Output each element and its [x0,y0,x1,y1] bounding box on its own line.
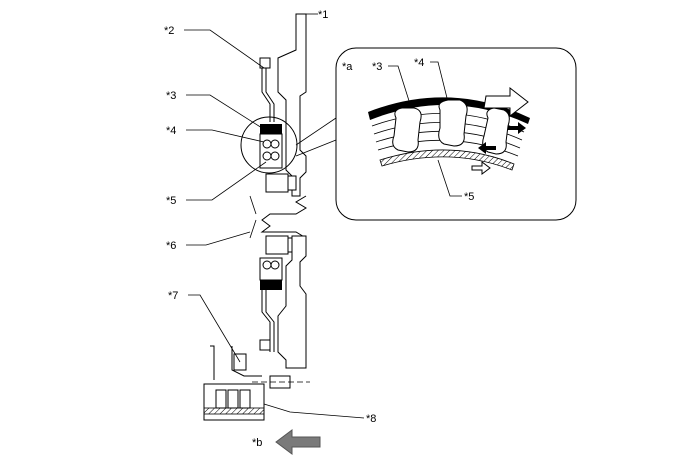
damper-spring-1 [262,139,272,149]
damper-spring-blob-2 [438,99,468,147]
callout-1: *1 [318,9,328,21]
small-arrow-right [508,122,526,134]
detail-connector-lower [295,139,337,157]
bearing-element-2 [227,389,239,409]
plate-bolt-lower [259,339,271,351]
rotation-arrow-large [483,86,529,118]
center-bolt-upper [265,173,289,193]
damper-spring-blob-1 [392,107,422,153]
detail-connector-upper [295,117,337,146]
callout-4: *4 [166,125,176,137]
damper-spring-2 [270,139,280,149]
detail-label-5: *5 [464,191,474,203]
magnify-circle [240,116,298,174]
detail-leader-5 [437,159,462,197]
detail-label-3: *3 [372,61,382,73]
ring-gear-dark-lower [260,280,282,290]
detail-view: *a *3 *4 *5 [335,47,577,221]
damper-spring-3 [262,151,272,161]
main-cross-section [203,13,310,421]
center-bolt-head-upper [287,175,297,191]
callout-5: *5 [166,195,176,207]
drive-plate-lower [261,290,275,352]
leader-6 [186,231,251,246]
detail-leader-4 [430,61,451,111]
damper-spring-5 [262,260,272,270]
callout-7: *7 [168,290,178,302]
direction-indicator: *b [252,429,321,455]
bearing-element-1 [215,389,227,409]
leader-7 [188,294,241,363]
leader-5 [186,161,267,201]
plate-bolt-upper [259,57,271,69]
detail-leader-3 [388,65,411,105]
bearing-element-3 [239,389,251,409]
leader-2 [184,29,265,69]
callout-8: *8 [366,413,376,425]
detail-label-a: *a [342,61,353,73]
drive-plate-upper [261,60,275,122]
hub-hatched [379,149,515,171]
center-bolt-lower [265,235,289,255]
leader-3 [186,94,263,129]
damper-housing [259,133,283,169]
break-line [260,195,307,239]
left-bracket [210,345,262,380]
arrow-left-icon [275,429,321,455]
break-line-left [249,195,257,215]
leader-4 [186,129,265,143]
damper-housing-lower [259,257,283,281]
housing-outline [277,13,307,197]
direction-label-b: *b [252,437,262,449]
leader-lines [184,13,365,419]
hub-arrow [471,161,491,175]
callout-2: *2 [164,25,174,37]
leader-8 [263,403,365,419]
bearing-hatch [203,407,265,415]
small-arrow-left [478,142,496,154]
housing-outline-lower [277,235,307,369]
detail-label-4: *4 [414,57,424,69]
damper-spring-6 [270,260,280,270]
ring-gear-dark [260,124,282,134]
detail-frame [335,47,577,221]
callout-6: *6 [166,240,176,252]
callout-3: *3 [166,90,176,102]
break-line-left-2 [249,219,257,239]
damper-spring-4 [270,151,280,161]
